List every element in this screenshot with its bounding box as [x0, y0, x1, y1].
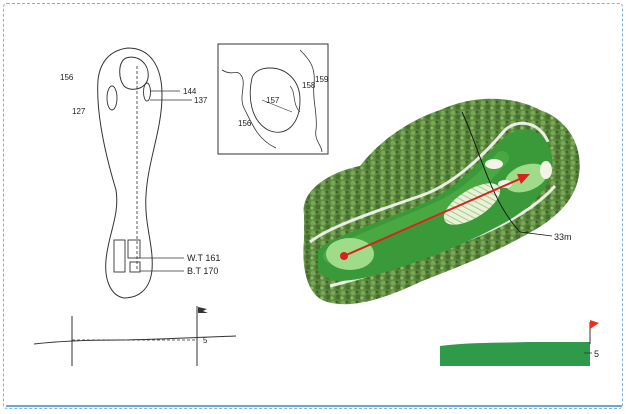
aerial-distance: 33m [554, 232, 572, 242]
profile-right-flag-icon [590, 320, 599, 329]
profile-left-ground [33, 335, 237, 345]
shot-arrow [343, 177, 523, 257]
bunker-right [143, 82, 151, 102]
white-tee-label: W.T 161 [187, 253, 220, 263]
aerial-bunker-1 [485, 159, 503, 169]
bunker-left [106, 85, 118, 111]
green-detail-contour-2 [221, 69, 277, 149]
distance-leader [519, 231, 553, 237]
tee-marker [340, 252, 348, 260]
green-outline [119, 56, 149, 90]
tee-box-2 [127, 239, 141, 259]
green-mark-157: 157 [266, 96, 280, 105]
hole-outline [97, 47, 163, 299]
yardage-137: 137 [194, 96, 208, 105]
green-detail-mark-line [261, 99, 293, 113]
yardage-144: 144 [183, 87, 197, 96]
profile-right-value: 5 [594, 349, 599, 359]
profile-right-ground [440, 342, 590, 366]
yardage-127: 127 [72, 107, 86, 116]
tee-box-1 [113, 239, 126, 273]
green-mark-158: 158 [302, 81, 316, 90]
cart-path-outer [309, 121, 550, 244]
blue-tee-label: B.T 170 [187, 266, 218, 276]
green-detail-contour-4 [289, 85, 301, 113]
profile-left-value: 5 [203, 336, 208, 345]
green-mark-159: 159 [315, 75, 329, 84]
page-frame [3, 3, 623, 409]
tee-box-3 [129, 261, 141, 273]
yardage-156: 156 [60, 73, 74, 82]
green-mark-156: 156 [238, 119, 252, 128]
green-detail-box [217, 43, 329, 155]
green-detail-contour-1 [249, 67, 301, 133]
bottom-divider [6, 405, 622, 407]
distance-arc [461, 111, 521, 233]
green-detail-contour-3 [299, 49, 323, 153]
shot-arrowhead [517, 174, 530, 184]
aerial-bunker-3 [540, 161, 552, 179]
profile-left-flag-icon [198, 307, 208, 313]
